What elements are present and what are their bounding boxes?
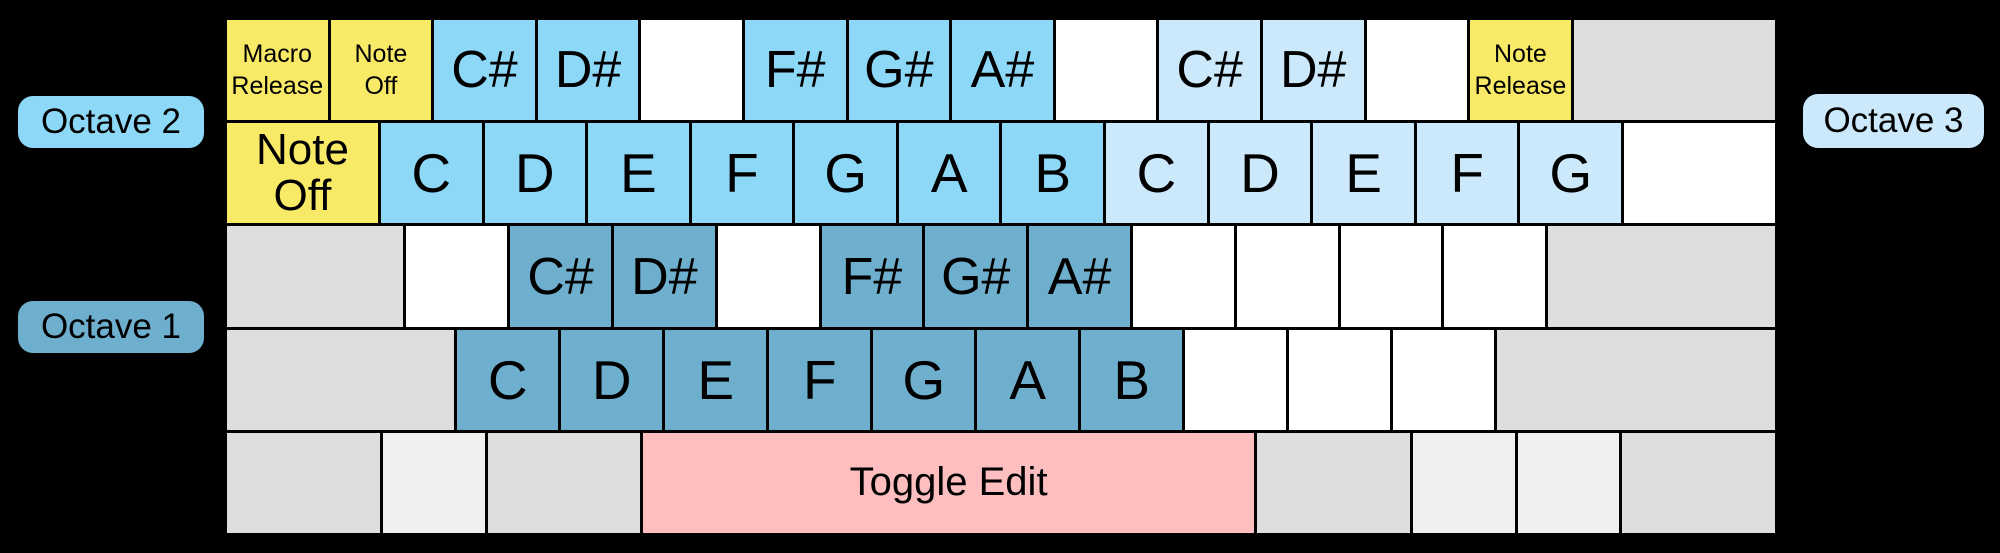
key-modifier (487, 432, 641, 534)
key-e-octave3: E (1313, 123, 1414, 224)
key-d-octave1: D (561, 329, 663, 430)
key-modifier-right-shift (1497, 329, 1775, 430)
key-unmapped (406, 226, 508, 327)
key-unmapped (1236, 226, 1338, 327)
key-d-sharp-octave1: D# (614, 226, 715, 327)
key-f-sharp-octave1: F# (821, 226, 923, 327)
key-b-octave1: B (1081, 329, 1183, 430)
key-note-off-row1: Note Off (330, 20, 432, 121)
key-a-octave2: A (898, 123, 1000, 224)
key-note-release: Note Release (1470, 20, 1571, 121)
key-unmapped (1289, 329, 1391, 430)
key-f-octave1: F (769, 329, 871, 430)
key-g-sharp-octave2: G# (848, 20, 950, 121)
key-g-octave2: G (795, 123, 896, 224)
key-modifier (1622, 432, 1775, 534)
key-unmapped (1624, 123, 1775, 224)
key-note-off-tab: Note Off (227, 123, 378, 224)
keyboard-row-5: Toggle Edit (227, 432, 1775, 534)
key-unmapped (1366, 20, 1468, 121)
octave-1-label: Octave 1 (18, 301, 204, 353)
key-modifier (1257, 432, 1410, 534)
key-g-sharp-octave1: G# (925, 226, 1027, 327)
key-c-octave2: C (380, 123, 482, 224)
key-d-octave3: D (1209, 123, 1311, 224)
key-a-sharp-octave1: A# (1029, 226, 1130, 327)
key-e-octave2: E (588, 123, 689, 224)
key-unmapped (1444, 226, 1546, 327)
key-unmapped (1055, 20, 1157, 121)
octave-3-label: Octave 3 (1803, 94, 1984, 148)
keyboard-row-3: C#D# F#G#A# (227, 226, 1775, 327)
key-modifier-enter (1548, 226, 1775, 327)
key-g-octave1: G (873, 329, 975, 430)
key-modifier (1412, 432, 1515, 534)
key-unmapped (1340, 226, 1442, 327)
key-d-sharp-octave2: D# (537, 20, 639, 121)
key-d-sharp-octave3: D# (1262, 20, 1364, 121)
key-unmapped (1132, 226, 1234, 327)
key-toggle-edit: Toggle Edit (643, 432, 1254, 534)
key-modifier (382, 432, 485, 534)
key-a-sharp-octave2: A# (952, 20, 1053, 121)
key-f-octave3: F (1416, 123, 1518, 224)
key-modifier (1517, 432, 1620, 534)
key-modifier-capslock (227, 226, 404, 327)
key-unmapped (1393, 329, 1495, 430)
key-macro-release: Macro Release (227, 20, 328, 121)
key-c-sharp-octave2: C# (434, 20, 535, 121)
key-f-octave2: F (691, 123, 793, 224)
key-b-octave2: B (1002, 123, 1104, 224)
key-f-sharp-octave2: F# (744, 20, 846, 121)
key-modifier-backspace (1573, 20, 1775, 121)
key-unmapped (717, 226, 819, 327)
key-g-octave3: G (1520, 123, 1622, 224)
key-c-octave3: C (1106, 123, 1207, 224)
key-c-octave1: C (457, 329, 559, 430)
key-unmapped (641, 20, 742, 121)
key-modifier-left-shift (227, 329, 455, 430)
key-a-octave1: A (977, 329, 1079, 430)
octave-2-label: Octave 2 (18, 96, 204, 148)
key-e-octave1: E (665, 329, 767, 430)
key-d-octave2: D (484, 123, 586, 224)
key-modifier (227, 432, 380, 534)
key-c-sharp-octave1: C# (510, 226, 611, 327)
key-c-sharp-octave3: C# (1159, 20, 1260, 121)
key-unmapped (1185, 329, 1287, 430)
